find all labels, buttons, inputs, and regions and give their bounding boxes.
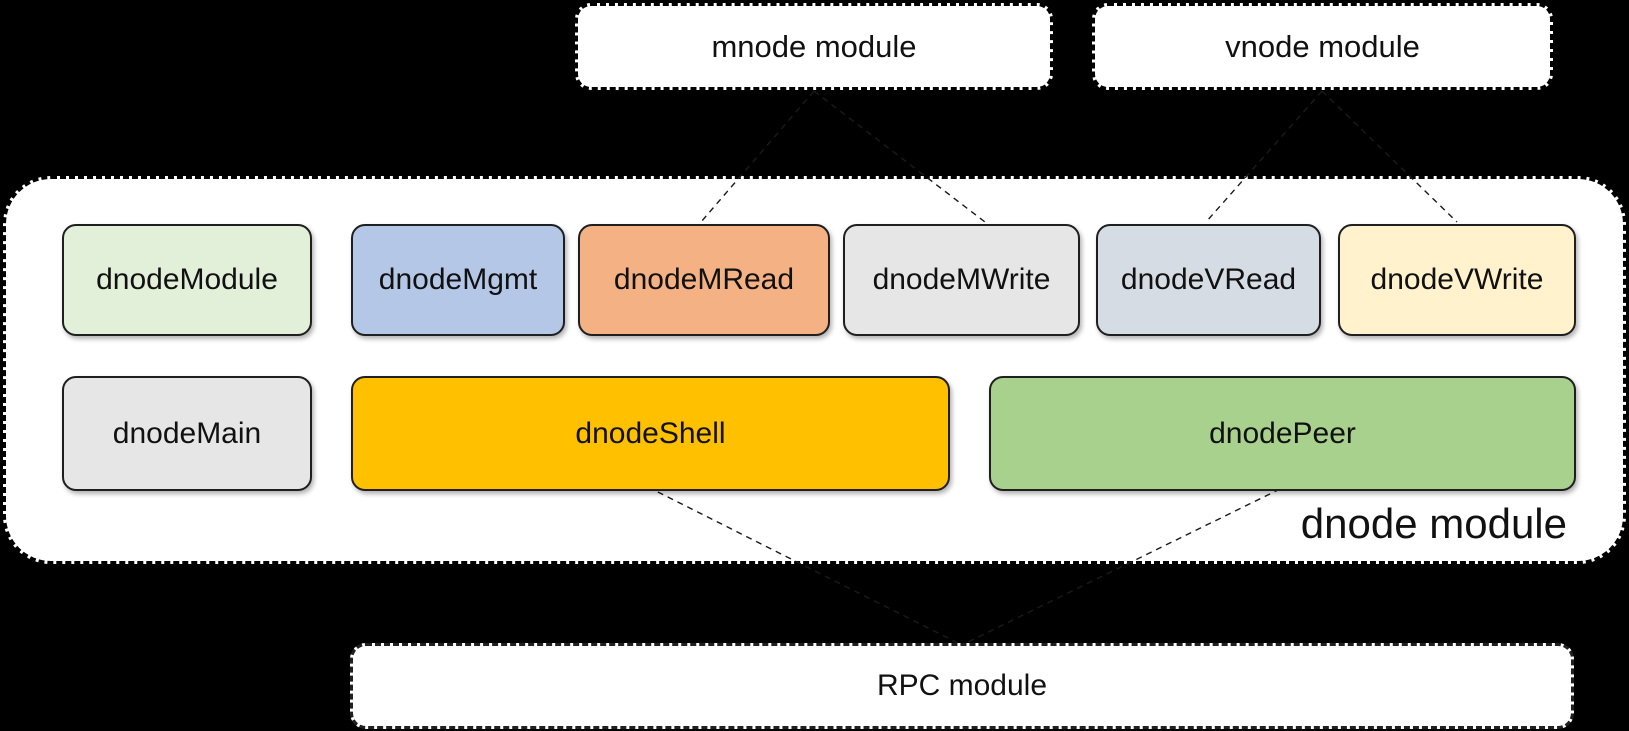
dnode-module-box-dnodeShell: dnodeShell [351, 376, 950, 491]
vnode-module-label: vnode module [1225, 28, 1420, 64]
mnode-module-box: mnode module [575, 3, 1053, 90]
dnode-module-box-dnodeVWrite: dnodeVWrite [1338, 224, 1576, 336]
vnode-module-box: vnode module [1092, 3, 1553, 90]
dnode-module-box-dnodeModule: dnodeModule [62, 224, 312, 336]
dnodeShell-label: dnodeShell [575, 416, 726, 450]
dnodeVRead-label: dnodeVRead [1120, 263, 1297, 296]
dnodeMWrite-label: dnodeMWrite [872, 263, 1051, 296]
dnode-module-box-dnodeMain: dnodeMain [62, 376, 312, 491]
dnodeVWrite-label: dnodeVWrite [1370, 263, 1544, 296]
dnodeModule-label: dnodeModule [96, 263, 278, 296]
dnode-module-container: dnodeModule dnodeMgmt dnodeMRead dnodeMW… [3, 176, 1626, 564]
dnode-module-box-dnodePeer: dnodePeer [989, 376, 1576, 491]
rpc-module-box: RPC module [350, 643, 1574, 729]
dnode-module-box-dnodeMRead: dnodeMRead [578, 224, 830, 336]
dnode-module-caption: dnode module [1300, 500, 1567, 547]
rpc-module-label: RPC module [876, 669, 1048, 702]
dnodeMain-label: dnodeMain [112, 416, 262, 450]
dnode-module-box-dnodeMgmt: dnodeMgmt [351, 224, 565, 336]
dnodeMRead-label: dnodeMRead [613, 263, 795, 296]
dnodePeer-label: dnodePeer [1209, 416, 1356, 450]
mnode-module-label: mnode module [711, 28, 917, 64]
dnode-module-box-dnodeVRead: dnodeVRead [1096, 224, 1321, 336]
dnode-module-box-dnodeMWrite: dnodeMWrite [843, 224, 1080, 336]
dnodeMgmt-label: dnodeMgmt [378, 263, 538, 296]
